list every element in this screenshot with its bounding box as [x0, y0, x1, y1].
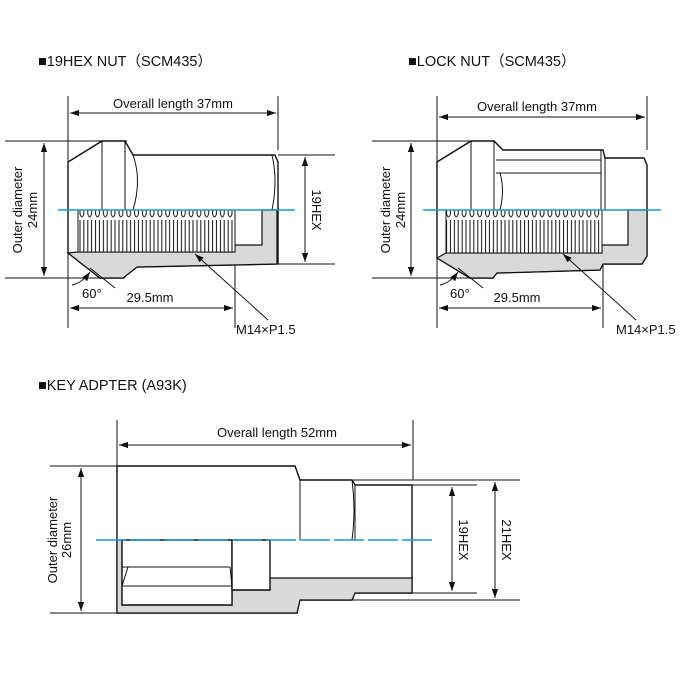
lock-nut-title: ■LOCK NUT（SCM435） [408, 53, 576, 70]
hex-nut-title: ■19HEX NUT（SCM435） [38, 53, 212, 70]
hex-nut-diameter-label: Outer diameter [10, 166, 25, 253]
hex-nut-diameter-value: 24mm [25, 192, 40, 228]
hex-nut-thread-spec: M14×P1.5 [236, 322, 296, 337]
key-adapter-title: ■KEY ADPTER (A93K) [38, 378, 187, 394]
key-adapter-diameter-value: 26mm [59, 522, 74, 558]
hex-nut-thread-length: 29.5mm [127, 290, 174, 305]
lock-nut-diameter-label: Outer diameter [378, 166, 393, 253]
lock-nut-drawing: ■LOCK NUT（SCM435） Overall length 37mm Ou… [372, 53, 676, 337]
hex-nut-drawing: ■19HEX NUT（SCM435） Overall length 37mm O… [5, 53, 335, 337]
key-adapter-diameter-label: Outer diameter [45, 496, 60, 583]
hex-nut-length-label: Overall length 37mm [113, 96, 233, 111]
key-adapter-19hex-label: 19HEX [456, 519, 471, 561]
lock-nut-diameter-value: 24mm [393, 192, 408, 228]
lock-nut-length-label: Overall length 37mm [477, 99, 597, 114]
lock-nut-thread-spec: M14×P1.5 [616, 322, 676, 337]
key-adapter-21hex-label: 21HEX [499, 519, 514, 561]
key-adapter-length-label: Overall length 52mm [217, 425, 337, 440]
hex-nut-angle-label: 60° [82, 286, 102, 301]
key-adapter-drawing: ■KEY ADPTER (A93K) Overall length 52mm O… [38, 378, 520, 614]
hex-nut-hex-label: 19HEX [309, 189, 324, 231]
lock-nut-thread-length: 29.5mm [494, 290, 541, 305]
lock-nut-angle-label: 60° [450, 286, 470, 301]
